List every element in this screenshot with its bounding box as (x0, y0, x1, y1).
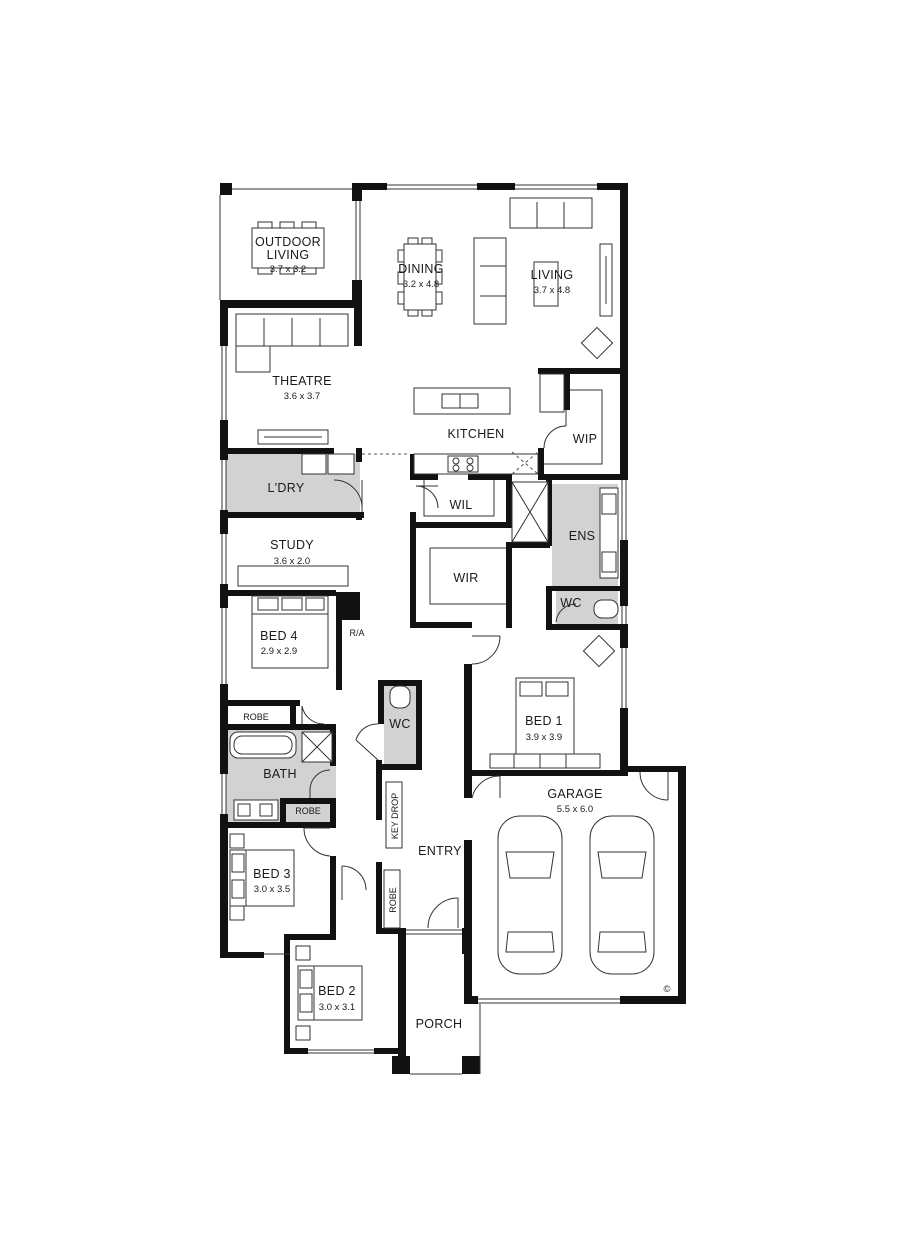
label-bed1: BED 1 (525, 714, 563, 728)
key-drop-unit (385, 781, 403, 849)
dim-bed1: 3.9 x 3.9 (526, 732, 562, 743)
wc-toilet (389, 685, 411, 709)
dim-garage: 5.5 x 6.0 (557, 804, 593, 815)
dim-bed2: 3.0 x 3.1 (319, 1002, 355, 1013)
label-bed2: BED 2 (318, 984, 356, 998)
label-ens: ENS (569, 529, 596, 543)
label-wip: WIP (573, 432, 598, 446)
label-outdoor-living-2: LIVING (267, 248, 310, 262)
label-wc-ensuite: WC (560, 596, 581, 610)
car-left (497, 815, 563, 975)
label-laundry: L'DRY (267, 481, 304, 495)
living-sofa-top (509, 197, 593, 229)
study-desk (237, 565, 349, 587)
bed1-armchair (582, 634, 616, 668)
label-dining: DINING (398, 262, 444, 276)
dim-dining: 3.2 x 4.8 (403, 279, 439, 290)
label-study: STUDY (270, 538, 314, 552)
label-outdoor-living-1: OUTDOOR (255, 235, 321, 249)
dim-bed4: 2.9 x 2.9 (261, 646, 297, 657)
label-wil: WIL (449, 498, 472, 512)
label-entry: ENTRY (418, 844, 462, 858)
walls (220, 183, 686, 1074)
label-garage: GARAGE (547, 787, 602, 801)
fridge (539, 373, 565, 413)
copyright-mark: © (664, 984, 671, 995)
label-robe-entry: ROBE (388, 887, 398, 913)
door-swings (301, 410, 669, 929)
label-bed3: BED 3 (253, 867, 291, 881)
car-right (589, 815, 655, 975)
ensuite-toilet (593, 599, 619, 619)
label-kitchen: KITCHEN (448, 427, 505, 441)
dining-table (403, 243, 437, 311)
dim-bed3: 3.0 x 3.5 (254, 884, 290, 895)
label-robe-bath: ROBE (295, 806, 321, 816)
label-robe-bed4: ROBE (243, 712, 269, 722)
label-key-drop: KEY DROP (390, 793, 400, 839)
label-living: LIVING (531, 268, 574, 282)
label-theatre: THEATRE (272, 374, 332, 388)
label-wc-main: WC (389, 717, 410, 731)
windows (219, 184, 627, 1075)
label-ra: R/A (349, 628, 364, 638)
entry-robe (383, 869, 401, 929)
label-bed4: BED 4 (260, 629, 298, 643)
laundry-tub (327, 453, 355, 475)
label-wir: WIR (453, 571, 478, 585)
label-porch: PORCH (416, 1017, 463, 1031)
armchair (580, 326, 614, 360)
dim-theatre: 3.6 x 3.7 (284, 391, 320, 402)
dim-living: 3.7 x 4.8 (534, 285, 570, 296)
dim-outdoor-living: 3.7 x 3.2 (270, 264, 306, 275)
furniture (229, 197, 655, 1041)
living-sofa-side (473, 237, 507, 325)
label-bath: BATH (263, 767, 297, 781)
dim-study: 3.6 x 2.0 (274, 556, 310, 567)
coffee-table (533, 261, 559, 307)
room-labels: OUTDOOR LIVING 3.7 x 3.2 DINING 3.2 x 4.… (243, 235, 670, 1031)
